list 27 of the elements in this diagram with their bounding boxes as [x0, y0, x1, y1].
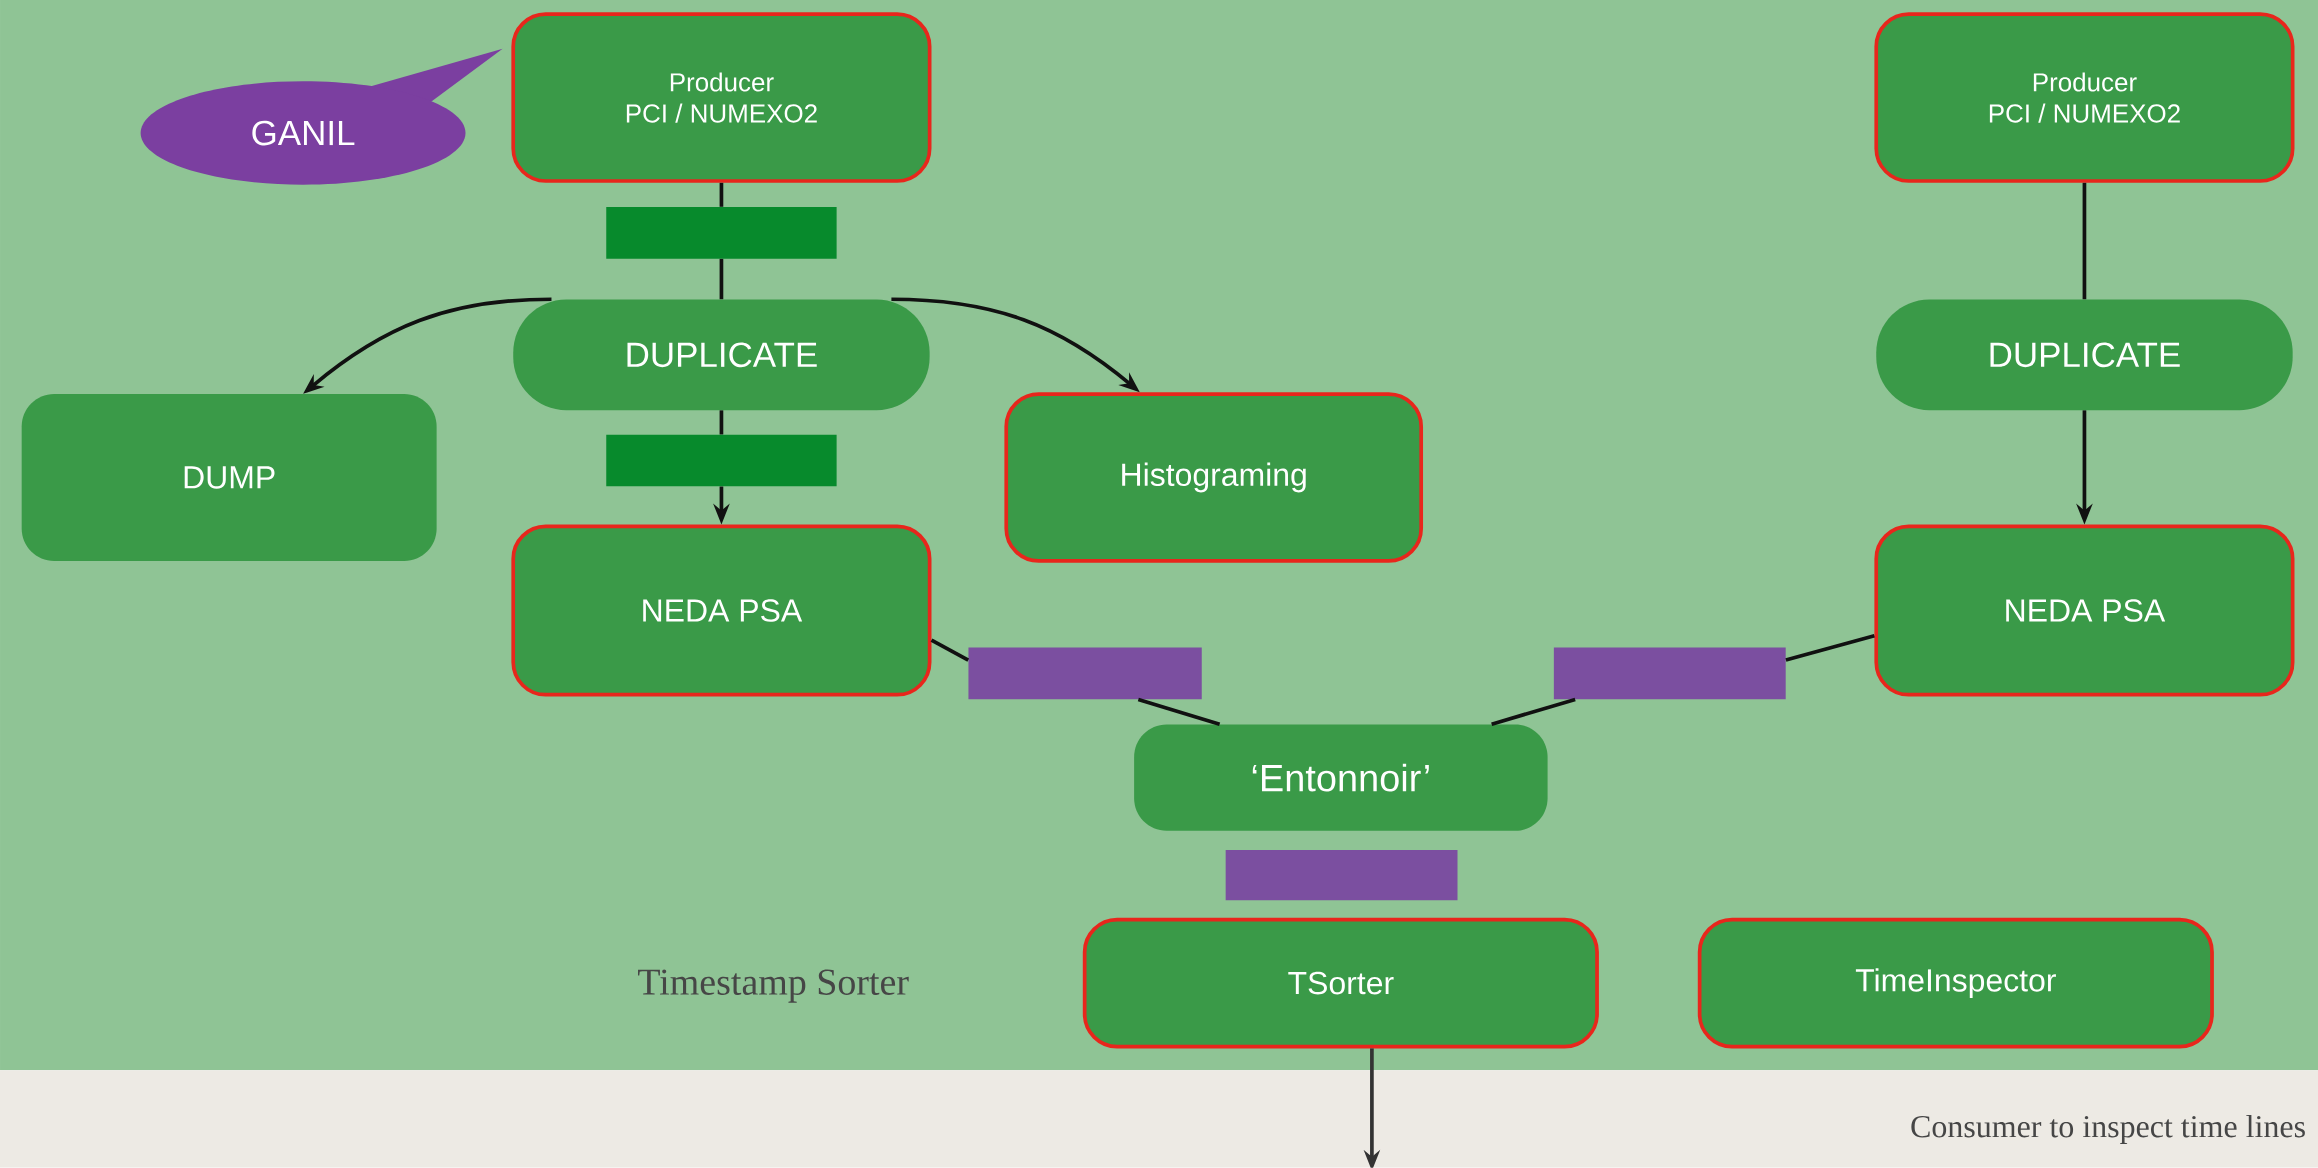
producer-box: Producer PCI / NUMEXO2	[511, 12, 932, 183]
process-box: DUMP	[21, 394, 437, 561]
side-label: Timestamp Sorter	[638, 969, 909, 1003]
connector-line	[719, 258, 724, 300]
process-box: Histograming	[1004, 392, 1424, 563]
duplicate-box: DUPLICATE	[1876, 299, 2293, 411]
connector-line	[719, 182, 724, 207]
connector-line	[719, 410, 724, 435]
buffer-bar	[606, 207, 837, 259]
connector-line	[2082, 182, 2087, 300]
buffer-bar	[606, 434, 837, 487]
duplicate-box: DUPLICATE	[513, 299, 930, 411]
connector-line	[1785, 633, 1875, 662]
buffer-bar	[1553, 647, 1786, 700]
process-box: TimeInspector	[1697, 917, 2214, 1049]
process-box: NEDA PSA	[1874, 524, 2295, 697]
producer-box: Producer PCI / NUMEXO2	[1874, 12, 2295, 183]
speech-bubble: GANIL	[140, 48, 503, 185]
funnel-box: ‘Entonnoir’	[1134, 724, 1548, 831]
buffer-bar	[968, 647, 1202, 700]
caption-note: Consumer to inspect time lines	[1911, 1115, 2305, 1144]
connector-line	[930, 638, 970, 662]
connector-line	[1137, 697, 1221, 727]
connector-line	[1491, 697, 1576, 727]
process-box: NEDA PSA	[511, 524, 932, 697]
buffer-bar	[1225, 850, 1458, 901]
process-box: TSorter	[1082, 917, 1599, 1049]
